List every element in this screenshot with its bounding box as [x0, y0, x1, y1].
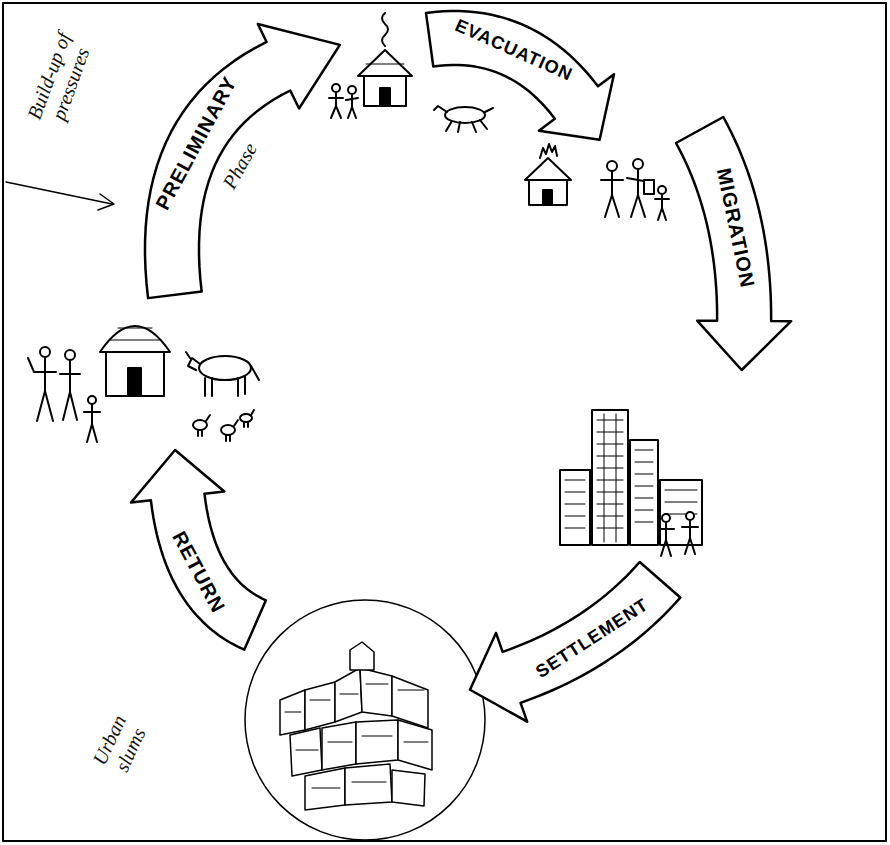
pressure-arrow: [6, 182, 114, 210]
arrow-shape: [470, 562, 680, 722]
villagers: [28, 347, 100, 442]
villagers: [329, 84, 358, 118]
slum: [280, 642, 432, 810]
handwritten-note: Urban slums: [78, 690, 162, 800]
frame: [3, 3, 886, 841]
arrow-shape: [426, 11, 614, 140]
slum-circle: [245, 600, 485, 840]
arrow-outline: [423, 8, 617, 143]
arrow-shape: [676, 117, 791, 370]
fleeing-family: [601, 159, 669, 220]
fleeing-animal: [434, 106, 493, 132]
village-hut: [100, 326, 170, 396]
phase-arrow: RETURN: [128, 447, 269, 653]
handwritten-note: Build-up of pressures: [18, 16, 102, 144]
burning-hut: [525, 144, 571, 205]
phase-arrow: EVACUATION: [423, 8, 617, 143]
chickens: [193, 410, 254, 441]
arrow-shape: [131, 450, 266, 650]
phase-arrow: SETTLEMENT: [467, 559, 683, 725]
arrow-shape: [145, 24, 340, 298]
cattle: [186, 352, 259, 396]
phase-arrow: MIGRATION: [673, 114, 794, 373]
city: [560, 410, 702, 556]
hut: [358, 13, 412, 106]
